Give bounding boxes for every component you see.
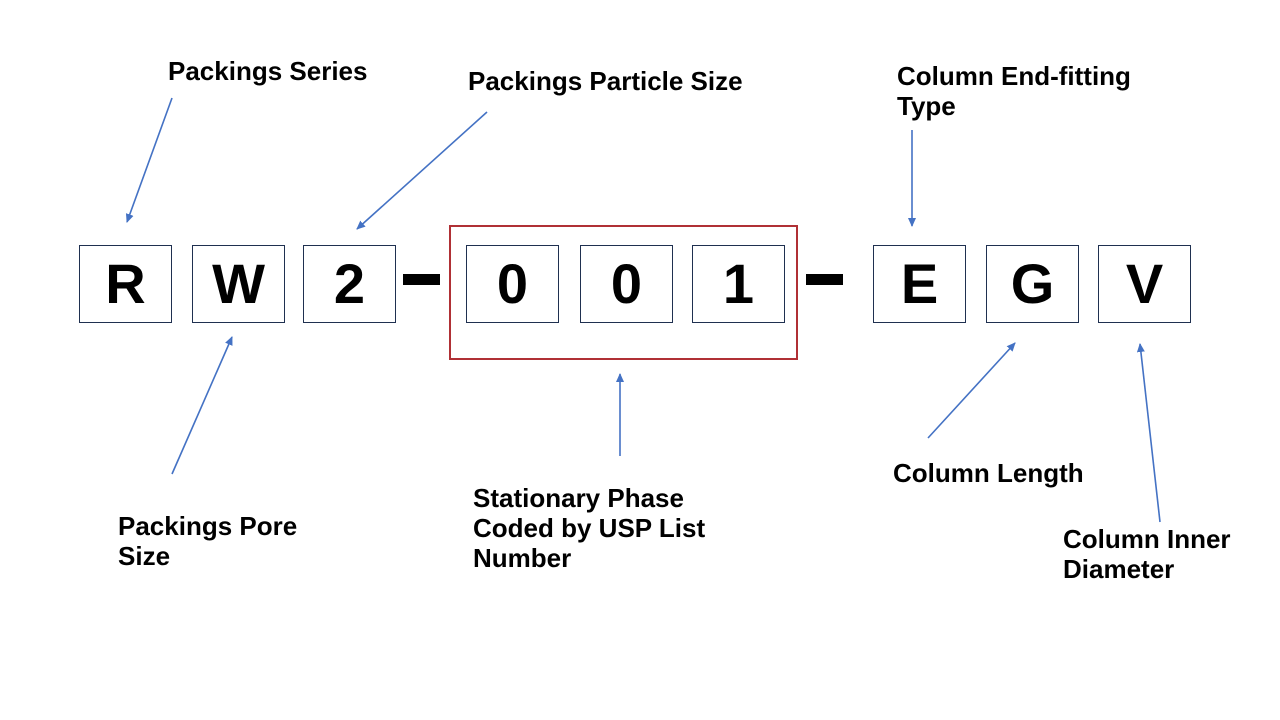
code-segment-end-fitting: E <box>873 245 966 323</box>
arrow-column-inner-diameter <box>1136 343 1161 523</box>
label-column-length: Column Length <box>893 458 1084 488</box>
code-segment-column-length: G <box>986 245 1079 323</box>
code-segment-usp-digit-3: 1 <box>692 245 785 323</box>
code-segment-particle-size: 2 <box>303 245 396 323</box>
code-segment-packings-series: R <box>79 245 172 323</box>
code-segment-usp-digit-1: 0 <box>466 245 559 323</box>
code-segment-usp-digit-2: 0 <box>580 245 673 323</box>
label-column-end-fitting-type: Column End-fitting Type <box>897 61 1131 121</box>
dash-separator-1 <box>403 274 440 285</box>
arrow-column-length <box>927 342 1016 439</box>
label-packings-particle-size: Packings Particle Size <box>468 66 743 96</box>
usp-group-highlight-box <box>449 225 798 360</box>
arrow-pore-size <box>171 336 233 475</box>
label-column-inner-diameter: Column Inner Diameter <box>1063 524 1231 584</box>
code-segment-inner-diameter: V <box>1098 245 1191 323</box>
code-segment-pore-size: W <box>192 245 285 323</box>
label-stationary-phase-usp: Stationary Phase Coded by USP List Numbe… <box>473 483 706 573</box>
dash-separator-2 <box>806 274 843 285</box>
arrow-particle-size <box>356 111 488 230</box>
label-packings-series: Packings Series <box>168 56 368 86</box>
arrow-packings-series <box>125 97 173 223</box>
label-packings-pore-size: Packings Pore Size <box>118 511 298 571</box>
